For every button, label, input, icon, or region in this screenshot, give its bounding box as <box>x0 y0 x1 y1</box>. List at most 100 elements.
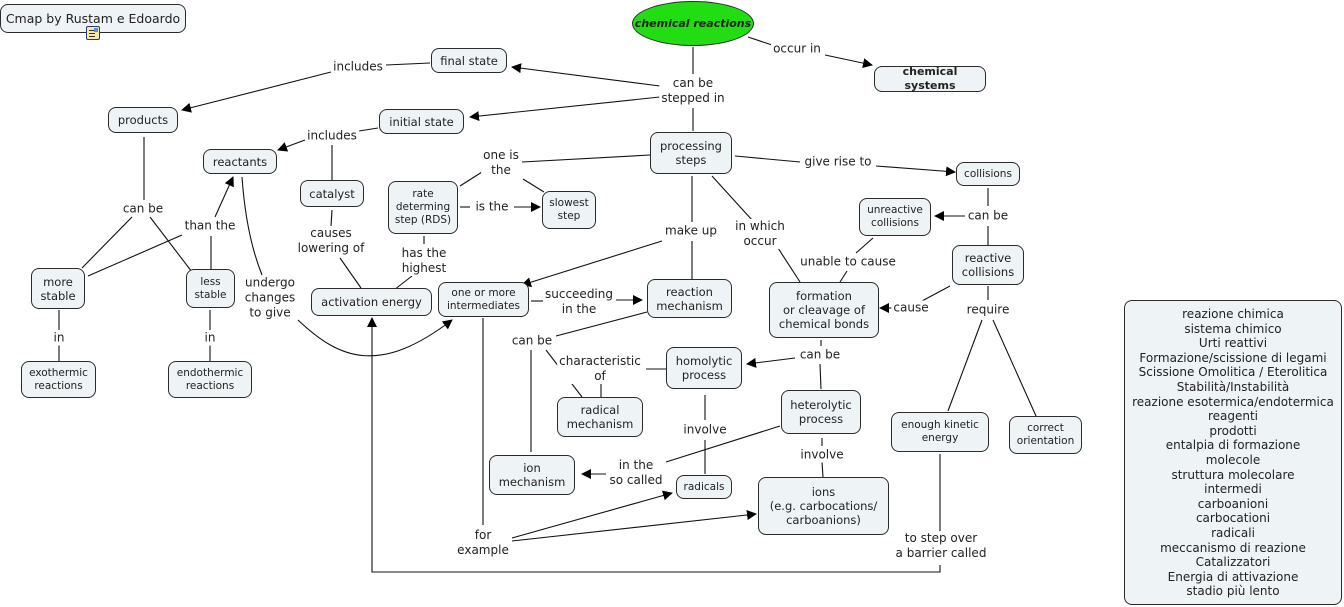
link-in-endothermic[interactable]: in <box>202 330 218 346</box>
concept-exothermic-reactions[interactable]: exothermic reactions <box>21 361 96 398</box>
concept-ion-mechanism[interactable]: ion mechanism <box>489 455 575 495</box>
glossary-item: reagenti <box>1207 409 1259 424</box>
glossary-item: entalpia di formazione <box>1165 438 1301 453</box>
link-line <box>241 176 263 276</box>
concept-more-stable[interactable]: more stable <box>31 268 85 309</box>
link-line <box>330 209 333 227</box>
link-involve-heterolytic[interactable]: involve <box>798 447 846 463</box>
link-line <box>992 319 1037 417</box>
concept-chemical-systems[interactable]: chemical systems <box>874 65 986 92</box>
concept-chemical-reactions[interactable]: chemical reactions <box>632 1 754 46</box>
glossary-item: prodotti <box>1209 423 1257 438</box>
concept-less-stable[interactable]: less stable <box>186 269 235 308</box>
link-in-exothermic[interactable]: in <box>51 330 67 346</box>
link-can-be-collisions[interactable]: can be <box>965 208 1011 224</box>
link-line <box>511 63 661 87</box>
link-line <box>521 240 663 288</box>
link-line <box>149 216 193 273</box>
link-require[interactable]: require <box>964 302 1012 318</box>
link-can-be-products[interactable]: can be <box>120 201 166 217</box>
link-unable-to-cause[interactable]: unable to cause <box>798 254 898 270</box>
glossary-item: meccanismo di reazione <box>1160 540 1306 555</box>
link-succeeding-in-the[interactable]: succeeding in the <box>543 287 615 317</box>
link-line <box>358 127 379 132</box>
link-line <box>824 54 873 69</box>
glossary-item: carboanioni <box>1197 496 1269 511</box>
concept-reactants[interactable]: reactants <box>203 149 277 174</box>
link-line <box>511 510 757 542</box>
link-line <box>947 319 983 412</box>
concept-processing-steps[interactable]: processing steps <box>650 132 732 174</box>
concept-bond-formation-cleavage[interactable]: formation or cleavage of chemical bonds <box>769 282 879 338</box>
resource-document-icon[interactable] <box>86 26 100 40</box>
link-characteristic-of[interactable]: characteristic of <box>557 354 643 384</box>
concept-intermediates[interactable]: one or more intermediates <box>438 282 529 317</box>
link-line <box>214 176 234 218</box>
link-line <box>821 461 824 478</box>
concept-radicals[interactable]: radicals <box>676 475 732 499</box>
link-one-is-the[interactable]: one is the <box>481 148 521 178</box>
concept-catalyst[interactable]: catalyst <box>300 180 364 207</box>
glossary-item: molecole <box>1205 452 1261 467</box>
concept-reactive-collisions[interactable]: reactive collisions <box>952 245 1024 285</box>
link-occur-in[interactable]: occur in <box>771 41 823 57</box>
link-can-be-bonds[interactable]: can be <box>797 347 843 363</box>
concept-enough-kinetic-energy[interactable]: enough kinetic energy <box>891 412 989 452</box>
concept-endothermic-reactions[interactable]: endothermic reactions <box>168 361 252 398</box>
concept-rate-determining-step[interactable]: rate determing step (RDS) <box>388 181 458 234</box>
glossary-item: sistema chimico <box>1184 321 1282 336</box>
concept-unreactive-collisions[interactable]: unreactive collisions <box>859 198 931 236</box>
link-make-up[interactable]: make up <box>663 223 719 239</box>
link-is-the[interactable]: is the <box>473 199 511 215</box>
concept-heterolytic-process[interactable]: heterolytic process <box>781 390 861 434</box>
link-give-rise-to[interactable]: give rise to <box>802 154 874 170</box>
glossary-box: reazione chimica sistema chimico Urti re… <box>1124 300 1342 605</box>
link-in-which-occur[interactable]: in which occur <box>733 219 787 249</box>
link-line <box>522 178 545 193</box>
concept-radical-mechanism[interactable]: radical mechanism <box>557 397 643 437</box>
glossary-item: stadio più lento <box>1186 584 1280 599</box>
link-line <box>511 490 673 539</box>
link-line <box>819 363 822 390</box>
concept-correct-orientation[interactable]: correct orientation <box>1009 416 1082 454</box>
link-line <box>746 357 796 368</box>
link-line <box>711 175 753 221</box>
glossary-item: Urti reattivi <box>1198 336 1268 351</box>
link-can-be-mechanism[interactable]: can be <box>509 333 555 349</box>
link-line <box>459 171 483 187</box>
concept-ions[interactable]: ions (e.g. carbocations/ carboanions) <box>758 477 889 535</box>
glossary-item: Energia di attivazione <box>1167 569 1299 584</box>
link-cause[interactable]: cause <box>891 300 931 316</box>
concept-final-state[interactable]: final state <box>431 48 507 73</box>
link-than-the[interactable]: than the <box>182 218 238 234</box>
link-line <box>521 154 651 163</box>
link-involve-homolytic[interactable]: involve <box>681 422 729 438</box>
concept-initial-state[interactable]: initial state <box>379 109 464 134</box>
concept-homolytic-process[interactable]: homolytic process <box>666 347 742 389</box>
link-includes-final[interactable]: includes <box>331 59 385 75</box>
link-in-the-so-called[interactable]: in the so called <box>607 458 665 488</box>
concept-collisions[interactable]: collisions <box>956 162 1020 186</box>
link-line <box>839 270 848 283</box>
link-causes-lowering-of[interactable]: causes lowering of <box>295 226 367 256</box>
link-to-step-over-barrier[interactable]: to step over a barrier called <box>893 531 989 561</box>
link-includes-initial[interactable]: includes <box>305 128 359 144</box>
link-line <box>367 317 941 573</box>
glossary-item: Stabilità/Instabilità <box>1176 379 1290 394</box>
link-line <box>734 155 801 163</box>
link-line <box>777 247 801 283</box>
concept-products[interactable]: products <box>108 107 178 133</box>
link-line <box>875 165 956 177</box>
link-for-example[interactable]: for example <box>455 528 511 558</box>
link-undergo-changes[interactable]: undergo changes to give <box>242 275 298 321</box>
glossary-item: carbocationi <box>1195 511 1271 526</box>
link-line <box>181 71 332 113</box>
concept-slowest-step[interactable]: slowest step <box>542 191 596 229</box>
concept-reaction-mechanism[interactable]: reaction mechanism <box>647 279 732 318</box>
glossary-item: Formazione/scissione di legami <box>1139 350 1327 365</box>
concept-activation-energy[interactable]: activation energy <box>311 288 432 316</box>
glossary-item: reazione esotermica/endotermica <box>1132 394 1334 409</box>
link-can-be-stepped-in[interactable]: can be stepped in <box>659 76 727 106</box>
link-has-the-highest[interactable]: has the highest <box>399 246 449 276</box>
